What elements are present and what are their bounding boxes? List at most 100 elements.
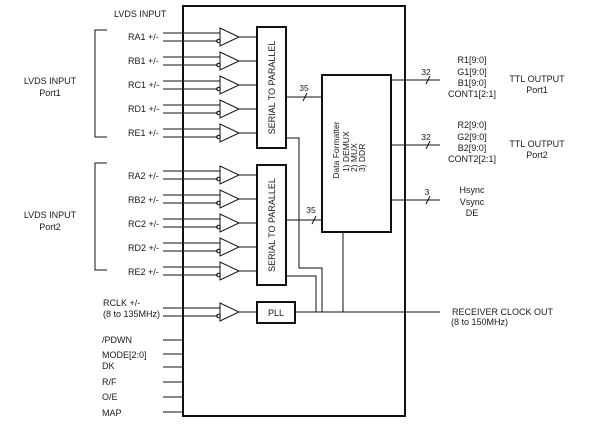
bus-width-label: 3 bbox=[425, 187, 430, 197]
inverting-bubble-icon bbox=[216, 313, 221, 319]
inverting-bubble-icon bbox=[216, 176, 221, 182]
bus-s2p1-to-formatter: 35 bbox=[286, 83, 322, 102]
bus-port2-output: 32 bbox=[391, 132, 440, 150]
ttl-output-port1-label-1: TTL OUTPUT bbox=[509, 74, 565, 84]
output-signal-label: Vsync bbox=[460, 197, 485, 207]
inverting-bubble-icon bbox=[216, 272, 221, 278]
data-formatter-title: Data Formatter bbox=[331, 121, 341, 178]
inverting-bubble-icon bbox=[216, 200, 221, 206]
port1-signal-label: RC1 +/- bbox=[128, 80, 159, 90]
port1-bracket bbox=[94, 29, 107, 138]
port2-signal-label: RE2 +/- bbox=[128, 267, 159, 277]
rclk-label-2: (8 to 135MHz) bbox=[103, 309, 160, 319]
control-signal-label: O/E bbox=[102, 392, 118, 402]
port1-group-label-1: LVDS INPUT bbox=[24, 76, 77, 86]
port1-signal-label: RE1 +/- bbox=[128, 128, 159, 138]
bus-slash bbox=[425, 195, 431, 205]
control-signal-label: /PDWN bbox=[102, 335, 132, 345]
output-signal-label: R2[9:0] bbox=[457, 120, 486, 130]
bus-width-label: 35 bbox=[299, 83, 309, 93]
serial-to-parallel-block-2: SERIAL TO PARALLEL bbox=[256, 164, 287, 286]
control-signal-label: DK bbox=[102, 361, 115, 371]
inverting-bubble-icon bbox=[216, 38, 221, 44]
receiver-clock-out-label-2: (8 to 150MHz) bbox=[451, 317, 508, 327]
ttl-output-port2-label-1: TTL OUTPUT bbox=[509, 139, 565, 149]
port1-input-labels: RA1 +/- RB1 +/- RC1 +/- RD1 +/- RE1 +/- bbox=[128, 32, 159, 138]
output-signal-label: G2[9:0] bbox=[457, 132, 487, 142]
data-formatter-item: 1) DEMUX bbox=[341, 131, 351, 172]
inverting-bubble-icon bbox=[216, 134, 221, 140]
port2-group-label-2: Port2 bbox=[39, 222, 61, 232]
data-formatter-item: 3) DDR bbox=[357, 144, 367, 172]
buffer-triangle-icon bbox=[219, 75, 241, 95]
buffer-triangle-icon bbox=[219, 302, 241, 322]
buffer-triangle-icon bbox=[219, 261, 241, 281]
control-signal-lines bbox=[163, 339, 183, 413]
output-signal-label: CONT1[2:1] bbox=[448, 89, 496, 99]
buffer-triangle-icon bbox=[219, 99, 241, 119]
inverting-bubble-icon bbox=[216, 224, 221, 230]
buffer-triangle-icon bbox=[219, 189, 241, 209]
port1-signal-label: RD1 +/- bbox=[128, 104, 159, 114]
port2-signal-label: RA2 +/- bbox=[128, 171, 159, 181]
sync-output-signals: Hsync Vsync DE bbox=[459, 185, 485, 218]
output-signal-label: CONT2[2:1] bbox=[448, 154, 496, 164]
bus-port1-output: 32 bbox=[391, 67, 440, 85]
lvds-input-header: LVDS INPUT bbox=[114, 9, 167, 19]
bus-slash bbox=[302, 92, 308, 102]
buffer-triangle-icon bbox=[219, 165, 241, 185]
port1-signal-label: RA1 +/- bbox=[128, 32, 159, 42]
port2-signal-label: RC2 +/- bbox=[128, 219, 159, 229]
inverting-bubble-icon bbox=[216, 248, 221, 254]
control-signal-label: R/F bbox=[102, 377, 117, 387]
clock-distribution-wires bbox=[286, 137, 440, 313]
port2-input-labels: RA2 +/- RB2 +/- RC2 +/- RD2 +/- RE2 +/- bbox=[128, 171, 159, 277]
bus-width-label: 35 bbox=[306, 205, 316, 215]
output-signal-label: G1[9:0] bbox=[457, 67, 487, 77]
control-signal-label: MODE[2:0] bbox=[102, 350, 147, 360]
buffer-triangle-icon bbox=[219, 123, 241, 143]
port2-bracket bbox=[94, 162, 107, 271]
bus-slash bbox=[311, 215, 317, 225]
inverting-bubble-icon bbox=[216, 62, 221, 68]
bus-width-label: 32 bbox=[421, 132, 431, 142]
s2p2-box bbox=[256, 164, 287, 286]
ttl-output-port1-label-2: Port1 bbox=[526, 85, 548, 95]
output-signal-label: Hsync bbox=[459, 185, 485, 195]
bus-sync-output: 3 bbox=[391, 187, 440, 205]
output-signal-label: R1[9:0] bbox=[457, 55, 486, 65]
port1-group-label-2: Port1 bbox=[39, 88, 61, 98]
port2-signal-label: RD2 +/- bbox=[128, 243, 159, 253]
bus-slash bbox=[425, 75, 431, 85]
port2-group-label-1: LVDS INPUT bbox=[24, 210, 77, 220]
s2p1-label: SERIAL TO PARALLEL bbox=[267, 41, 277, 135]
bus-slash bbox=[425, 140, 431, 150]
output-signal-label: B2[9:0] bbox=[458, 143, 487, 153]
pll-label: PLL bbox=[268, 308, 284, 318]
data-formatter-item: 2) MUX bbox=[349, 143, 359, 172]
buffer-triangle-icon bbox=[219, 51, 241, 71]
data-formatter-block: Data Formatter 1) DEMUX 2) MUX 3) DDR bbox=[321, 74, 392, 233]
pll-block: PLL bbox=[256, 301, 296, 324]
output-signal-label: DE bbox=[466, 208, 479, 218]
serial-to-parallel-block-1: SERIAL TO PARALLEL bbox=[256, 26, 287, 149]
control-signal-label: MAP bbox=[102, 408, 122, 418]
output-signal-label: B1[9:0] bbox=[458, 78, 487, 88]
buffer-triangle-icon bbox=[219, 213, 241, 233]
rclk-label-1: RCLK +/- bbox=[103, 298, 140, 308]
inverting-bubble-icon bbox=[216, 86, 221, 92]
ttl-output-port2-label-2: Port2 bbox=[526, 150, 548, 160]
port2-signal-label: RB2 +/- bbox=[128, 195, 159, 205]
bus-width-label: 32 bbox=[421, 67, 431, 77]
inverting-bubble-icon bbox=[216, 110, 221, 116]
port1-output-signals: R1[9:0] G1[9:0] B1[9:0] CONT1[2:1] bbox=[448, 55, 496, 99]
data-formatter-box bbox=[321, 74, 392, 233]
s2p1-box bbox=[256, 26, 287, 149]
lvds-receiver-buffers bbox=[163, 27, 257, 322]
buffer-triangle-icon bbox=[219, 237, 241, 257]
buffer-triangle-icon bbox=[219, 27, 241, 47]
port2-output-signals: R2[9:0] G2[9:0] B2[9:0] CONT2[2:1] bbox=[448, 120, 496, 164]
receiver-clock-out-label-1: RECEIVER CLOCK OUT bbox=[452, 307, 554, 317]
bus-s2p2-to-formatter: 35 bbox=[286, 205, 322, 225]
